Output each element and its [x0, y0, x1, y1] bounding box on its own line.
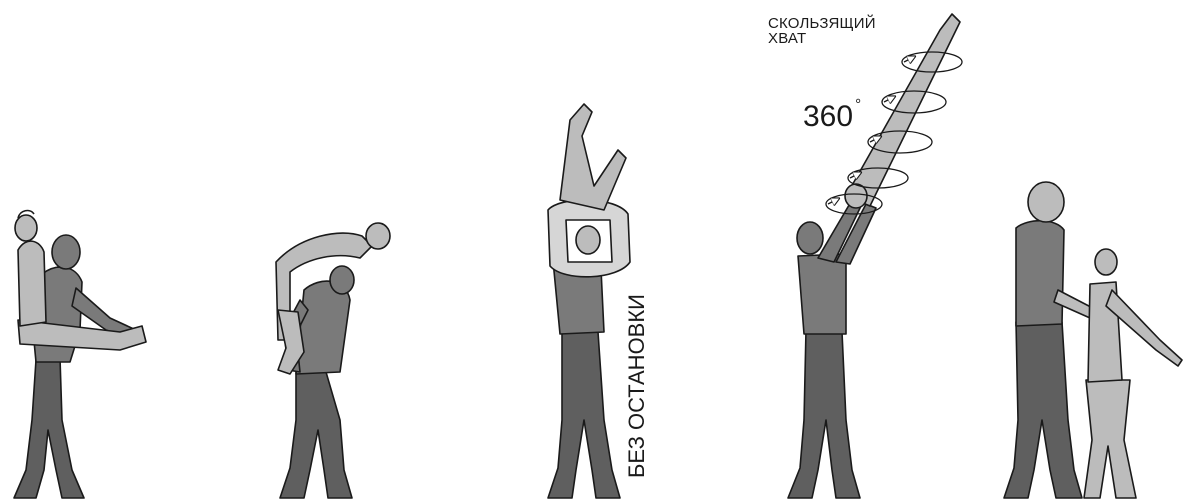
sliding-grip-line2: ХВАТ [768, 31, 876, 46]
figure-5-final-pose [1004, 182, 1182, 498]
figure-3-vertical-lift [548, 104, 630, 498]
figure-2-back-carry [276, 223, 390, 498]
rotation-label: 360° [803, 96, 861, 132]
figure-1-shoulder-sit [14, 211, 146, 498]
sliding-grip-line1: СКОЛЬЗЯЩИЙ [768, 16, 876, 31]
no-stop-label: БЕЗ ОСТАНОВКИ [626, 294, 648, 478]
figure-4-overhead-spin [788, 14, 960, 498]
rotation-value: 360 [803, 100, 853, 133]
degree-sign: ° [855, 96, 861, 113]
sliding-grip-label: СКОЛЬЗЯЩИЙ ХВАТ [768, 16, 876, 46]
